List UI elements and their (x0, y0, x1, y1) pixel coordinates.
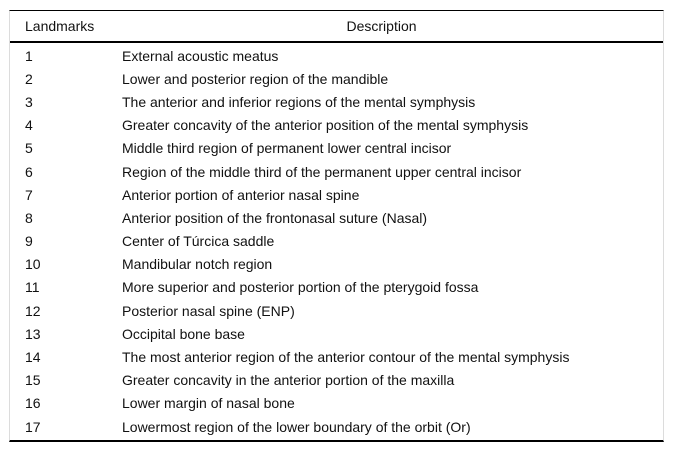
table-row: 11 More superior and posterior portion of… (10, 276, 663, 299)
column-header-description: Description (346, 18, 417, 34)
table-row: 13 Occipital bone base (10, 322, 663, 345)
landmark-number: 4 (25, 117, 33, 134)
table-row: 7 Anterior portion of anterior nasal spin… (10, 183, 663, 206)
landmark-description: The most anterior region of the anterior… (122, 349, 570, 366)
landmark-description: Lowermost region of the lower boundary o… (122, 418, 471, 435)
landmark-description: Anterior portion of anterior nasal spine (122, 186, 360, 203)
landmark-description: Greater concavity in the anterior portio… (122, 372, 455, 389)
landmark-number: 9 (25, 233, 33, 250)
landmark-number: 10 (25, 256, 41, 273)
landmarks-table: Landmarks Description 1 External acoustic… (9, 10, 664, 443)
landmark-number: 17 (25, 418, 41, 435)
table-row: 15 Greater concavity in the anterior port… (10, 369, 663, 392)
table-row: 17 Lowermost region of the lower boundary… (10, 415, 663, 438)
table-row: 9 Center of Túrcica saddle (10, 230, 663, 253)
table-row: 14 The most anterior region of the anteri… (10, 345, 663, 368)
table-row: 10 Mandibular notch region (10, 253, 663, 276)
table-row: 2 Lower and posterior region of the mandi… (10, 67, 663, 90)
landmark-number: 3 (25, 93, 33, 110)
landmark-number: 1 (25, 47, 33, 64)
landmark-number: 2 (25, 70, 33, 87)
table-row: 5 Middle third region of permanent lower … (10, 137, 663, 160)
landmark-number: 7 (25, 186, 33, 203)
table-row: 1 External acoustic meatus (10, 44, 663, 67)
landmark-number: 12 (25, 302, 41, 319)
landmark-description: Posterior nasal spine (ENP) (122, 302, 295, 319)
table-row: 12 Posterior nasal spine (ENP) (10, 299, 663, 322)
landmark-description: Middle third region of permanent lower c… (122, 140, 452, 157)
landmark-number: 15 (25, 372, 41, 389)
table-row: 4 Greater concavity of the anterior posit… (10, 114, 663, 137)
column-header-landmarks: Landmarks (25, 18, 95, 34)
table-body: 1 External acoustic meatus 2 Lower and post… (10, 43, 663, 440)
landmark-description: Center of Túrcica saddle (122, 233, 275, 250)
landmark-number: 16 (25, 395, 41, 412)
landmark-description: External acoustic meatus (122, 47, 279, 64)
landmark-description: Occipital bone base (122, 325, 245, 342)
table-row: 8 Anterior position of the frontonasal su… (10, 206, 663, 229)
table-header-row: Landmarks Description (10, 11, 663, 43)
landmark-number: 5 (25, 140, 33, 157)
landmark-description: The anterior and inferior regions of the… (122, 93, 476, 110)
landmark-description: Greater concavity of the anterior positi… (122, 117, 529, 134)
landmark-description: Lower margin of nasal bone (122, 395, 295, 412)
table-row: 6 Region of the middle third of the perma… (10, 160, 663, 183)
table-row: 16 Lower margin of nasal bone (10, 392, 663, 415)
landmark-description: Anterior position of the frontonasal sut… (122, 209, 428, 226)
landmark-number: 14 (25, 349, 41, 366)
landmark-description: Region of the middle third of the perman… (122, 163, 522, 180)
landmark-number: 8 (25, 209, 33, 226)
landmark-number: 6 (25, 163, 33, 180)
landmark-number: 13 (25, 325, 41, 342)
landmark-description: Lower and posterior region of the mandib… (122, 70, 389, 87)
landmark-description: More superior and posterior portion of t… (122, 279, 479, 296)
landmark-number: 11 (25, 279, 40, 296)
landmark-description: Mandibular notch region (122, 256, 273, 273)
table-row: 3 The anterior and inferior regions of th… (10, 90, 663, 113)
